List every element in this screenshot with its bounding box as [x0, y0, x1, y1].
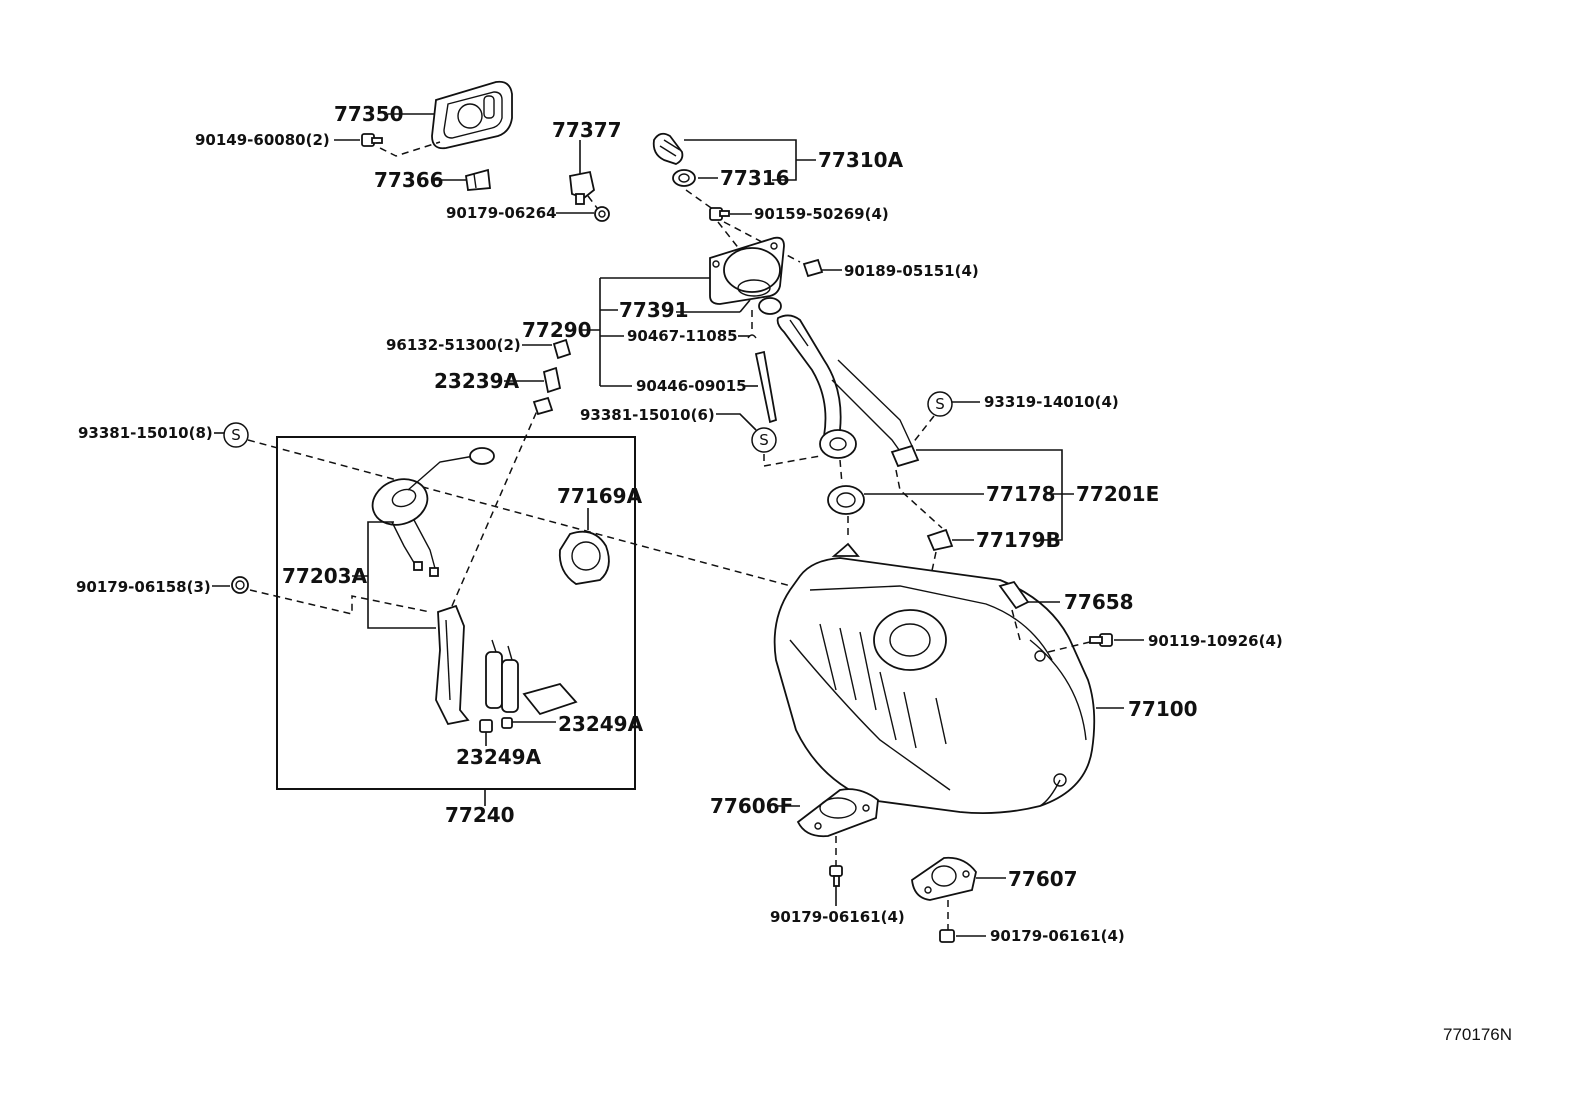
label-90189: 90189-05151(4): [844, 262, 979, 280]
bolt-90119: [1089, 633, 1113, 647]
label-90179-06264: 90179-06264: [446, 204, 557, 222]
label-77391: 77391: [619, 298, 689, 322]
fuel-lid-lock-77377: [569, 170, 596, 205]
clip-90467: [747, 334, 757, 339]
label-77240: 77240: [445, 803, 515, 827]
label-90179-06161-a: 90179-06161(4): [770, 908, 905, 926]
label-90179-06161-b: 90179-06161(4): [990, 927, 1125, 945]
label-90119: 90119-10926(4): [1148, 632, 1283, 650]
screw-90159: [709, 207, 730, 221]
label-77310a: 77310A: [818, 148, 904, 172]
label-77178: 77178: [986, 482, 1056, 506]
label-77658: 77658: [1064, 590, 1134, 614]
label-77290: 77290: [522, 318, 592, 342]
svg-text:S: S: [935, 395, 945, 413]
screw-90149: [361, 133, 383, 147]
sender-gasket-77169a: [558, 530, 610, 585]
bolt-90179-06264: [594, 206, 610, 222]
nut-90179-06158: [231, 576, 249, 594]
bolt-90179-06161-a: [829, 865, 843, 887]
clamp-77179b: [926, 528, 954, 552]
protector-77606f: [796, 788, 879, 838]
pump-bracket: [435, 604, 470, 726]
label-90159: 90159-50269(4): [754, 205, 889, 223]
gasket-77316: [672, 169, 696, 187]
label-77179b: 77179B: [976, 528, 1061, 552]
label-90179-06158: 90179-06158(3): [76, 578, 211, 596]
label-77201e: 77201E: [1076, 482, 1159, 506]
filter-23249a-bottom: [479, 719, 493, 733]
label-77350: 77350: [334, 102, 404, 126]
label-77366: 77366: [374, 168, 444, 192]
label-93381-6: 93381-15010(6): [580, 406, 715, 424]
fuel-filler-door: [431, 80, 513, 150]
o-ring: [758, 297, 782, 315]
label-77377: 77377: [552, 118, 622, 142]
svg-text:S: S: [759, 431, 769, 449]
supply-symbol-93381-6: S: [751, 427, 777, 453]
fuel-cap-77310a: [652, 132, 684, 165]
nut-90189: [802, 258, 824, 278]
label-23249a-right: 23249A: [558, 712, 644, 736]
label-96132: 96132-51300(2): [386, 336, 521, 354]
label-93381-8: 93381-15010(8): [78, 424, 213, 442]
label-90467: 90467-11085: [627, 327, 738, 345]
diagram-code: 770176N: [1443, 1025, 1512, 1044]
label-93319: 93319-14010(4): [984, 393, 1119, 411]
lock-clip-77366: [464, 168, 491, 191]
fuel-pumps: [485, 639, 578, 716]
protector-77607: [911, 856, 977, 901]
svg-text:S: S: [231, 426, 241, 444]
hose-23239a: [542, 366, 562, 394]
supply-symbol-93381-8: S: [223, 422, 249, 448]
nut-90179-06161-b: [939, 929, 955, 943]
fuel-filler-pipe: [776, 314, 913, 459]
label-77316: 77316: [720, 166, 790, 190]
label-90446: 90446-09015: [636, 377, 747, 395]
bracket-77201e: [890, 444, 920, 468]
gasket-77178: [827, 485, 865, 515]
fuel-tank-77100: [773, 542, 1096, 815]
label-77100: 77100: [1128, 697, 1198, 721]
label-77607: 77607: [1008, 867, 1078, 891]
supply-symbol-93319: S: [927, 391, 953, 417]
breather-tube-90446: [754, 350, 778, 424]
fuel-pump-assembly-box: [276, 436, 636, 790]
label-77169a: 77169A: [557, 484, 643, 508]
label-90149: 90149-60080(2): [195, 131, 330, 149]
fuel-sender-gauge: [371, 447, 495, 577]
label-23249a-bottom: 23249A: [456, 745, 542, 769]
label-23239a: 23239A: [434, 369, 520, 393]
hose-clip: [532, 396, 554, 416]
filler-neck-housing-77391: [709, 236, 785, 305]
filter-23249a-right: [501, 717, 513, 729]
label-77203a: 77203A: [282, 564, 368, 588]
label-77606f: 77606F: [710, 794, 793, 818]
clip-96132: [552, 338, 572, 360]
